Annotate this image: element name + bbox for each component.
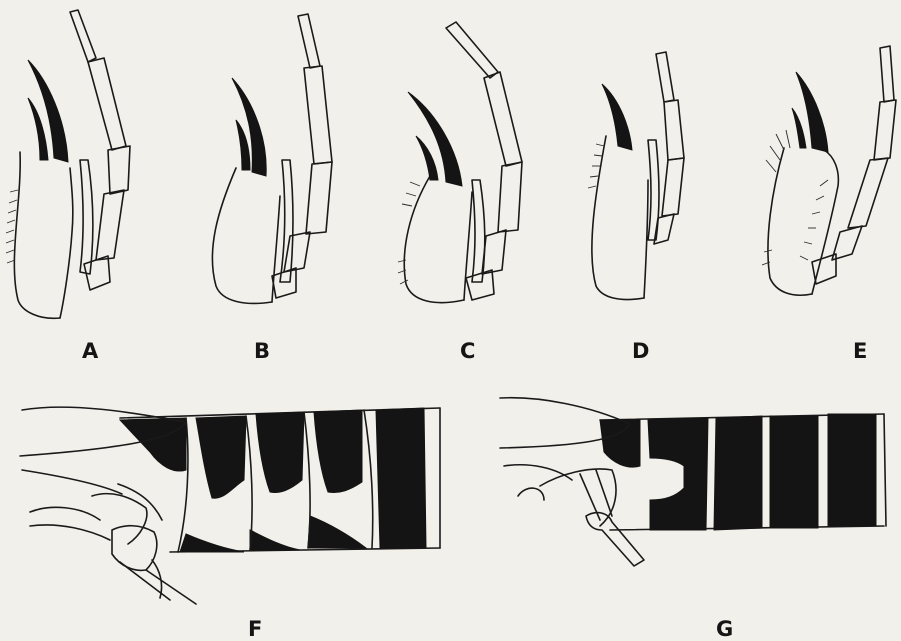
panel-e-drawing (762, 46, 896, 295)
panel-c-drawing (398, 22, 522, 303)
panel-b-drawing (212, 14, 332, 303)
panel-label-g: G (716, 617, 733, 641)
panel-d-drawing (588, 52, 684, 300)
panel-a-drawing (6, 10, 130, 318)
panel-g-drawing (500, 398, 886, 566)
panel-label-d: D (632, 339, 649, 363)
panel-f-drawing (20, 407, 440, 604)
panel-label-a: A (82, 339, 99, 363)
panel-label-e: E (853, 339, 867, 363)
panel-label-f: F (248, 617, 262, 641)
panel-label-c: C (460, 339, 475, 363)
panel-label-b: B (254, 339, 270, 363)
